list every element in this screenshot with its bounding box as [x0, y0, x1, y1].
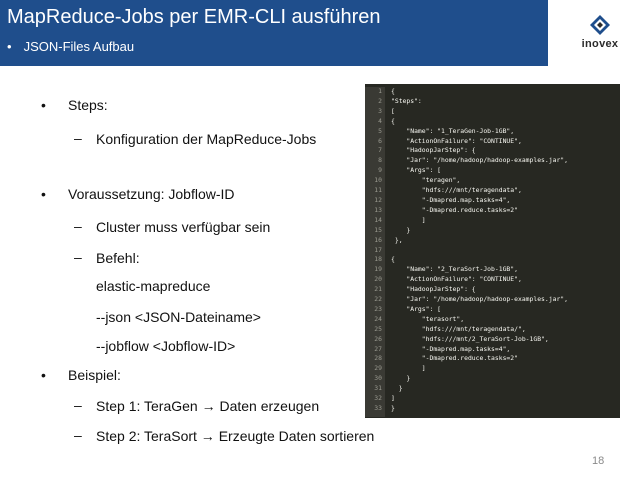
line-number: 5 — [378, 126, 382, 135]
sub-bullet-text: Cluster muss verfügbar sein — [96, 219, 271, 235]
dash-symbol: – — [74, 218, 82, 234]
line-number: 18 — [374, 255, 382, 264]
code-line: ] — [391, 215, 426, 224]
slide-subtitle: • JSON-Files Aufbau — [7, 39, 134, 54]
slide-header: MapReduce-Jobs per EMR-CLI ausführen • JS… — [0, 0, 548, 66]
line-number: 25 — [374, 324, 382, 333]
code-line: } — [391, 404, 395, 412]
line-number: 24 — [374, 314, 382, 323]
line-number: 8 — [378, 156, 382, 165]
dash-symbol: – — [74, 249, 82, 265]
code-line: "-Dmapred.map.tasks=4", — [391, 344, 511, 353]
code-line: "Jar": "/home/hadoop/hadoop-examples.jar… — [391, 156, 568, 165]
code-line: "ActionOnFailure": "CONTINUE", — [391, 136, 522, 145]
bullet-symbol: • — [41, 97, 46, 113]
line-number: 29 — [374, 364, 382, 373]
subtitle-text: JSON-Files Aufbau — [23, 39, 135, 54]
line-number: 17 — [374, 245, 382, 254]
code-line: "Name": "1_TeraGen-Job-1GB", — [391, 126, 515, 135]
code-line: "-Dmapred.reduce.tasks=2" — [391, 205, 518, 214]
dash-symbol: – — [74, 130, 82, 146]
code-line: "Jar": "/home/hadoop/hadoop-examples.jar… — [391, 295, 568, 304]
bullet-text: Voraussetzung: Jobflow-ID — [68, 186, 235, 202]
command-line-2: --json <JSON-Dateiname> — [96, 309, 261, 325]
bullet-text: Steps: — [68, 97, 108, 113]
line-number: 2 — [378, 96, 382, 105]
line-number: 21 — [374, 285, 382, 294]
code-line — [391, 246, 568, 256]
line-number: 6 — [378, 136, 382, 145]
line-number: 7 — [378, 146, 382, 155]
code-line: "-Dmapred.reduce.tasks=2" — [391, 354, 518, 363]
line-number: 20 — [374, 275, 382, 284]
code-line: "HadoopJarStep": { — [391, 146, 476, 155]
line-number: 32 — [374, 394, 382, 403]
code-line: } — [391, 374, 411, 383]
line-number: 1 — [378, 87, 382, 95]
sub-bullet-text: Konfiguration der MapReduce-Jobs — [96, 131, 317, 147]
code-line: { — [391, 87, 395, 95]
line-number: 19 — [374, 265, 382, 274]
line-number: 9 — [378, 166, 382, 175]
line-number: 3 — [378, 106, 382, 115]
inovex-logo: inovex — [570, 14, 630, 50]
logo-text: inovex — [581, 38, 619, 50]
code-line: "hdfs:///mnt/teragendata/", — [391, 324, 526, 333]
code-line: "Steps": — [391, 96, 422, 105]
bullet-symbol: • — [41, 186, 46, 202]
line-number: 11 — [374, 186, 382, 195]
line-number: 26 — [374, 334, 382, 343]
line-number: 13 — [374, 205, 382, 214]
line-number: 16 — [374, 235, 382, 244]
code-line: "hdfs:///mnt/teragendata", — [391, 186, 522, 195]
inovex-diamond-icon — [590, 15, 610, 35]
code-line: "teragen", — [391, 176, 461, 185]
line-number: 12 — [374, 195, 382, 204]
command-line-3: --jobflow <Jobflow-ID> — [96, 338, 236, 354]
code-line: "-Dmapred.map.tasks=4", — [391, 195, 511, 204]
code-line: ] — [391, 364, 426, 373]
code-line: }, — [391, 235, 403, 244]
code-lines: {"Steps":[{ "Name": "1_TeraGen-Job-1GB",… — [391, 87, 568, 414]
line-number: 22 — [374, 295, 382, 304]
line-number: 28 — [374, 354, 382, 363]
dash-symbol: – — [74, 397, 82, 413]
code-line: "ActionOnFailure": "CONTINUE", — [391, 275, 522, 284]
bullet-text: Beispiel: — [68, 367, 121, 383]
page-number: 18 — [592, 455, 605, 467]
sub-bullet-text: Step 2: TeraSort → Erzeugte Daten sortie… — [96, 428, 375, 444]
bullet-symbol: • — [41, 367, 46, 383]
line-number: 30 — [374, 374, 382, 383]
line-number: 14 — [374, 215, 382, 224]
code-line: [ — [391, 106, 395, 115]
dash-symbol: – — [74, 427, 82, 443]
line-number: 23 — [374, 304, 382, 313]
slide-title: MapReduce-Jobs per EMR-CLI ausführen — [7, 6, 381, 28]
code-line: ] — [391, 394, 395, 403]
line-number: 4 — [378, 116, 382, 125]
code-line: "HadoopJarStep": { — [391, 285, 476, 294]
code-line: } — [391, 384, 403, 393]
line-number: 10 — [374, 176, 382, 185]
line-number: 31 — [374, 384, 382, 393]
code-line: { — [391, 255, 395, 264]
code-line: { — [391, 116, 395, 125]
code-line: "Args": [ — [391, 166, 442, 175]
line-number: 27 — [374, 344, 382, 353]
code-line: "Name": "2_TeraSort-Job-1GB", — [391, 265, 518, 274]
code-line: "terasort", — [391, 314, 465, 323]
line-number: 33 — [374, 404, 382, 412]
line-number: 15 — [374, 225, 382, 234]
code-line: } — [391, 225, 411, 234]
sub-bullet-text: Step 1: TeraGen → Daten erzeugen — [96, 398, 320, 414]
command-line-1: elastic-mapreduce — [96, 278, 211, 294]
sub-bullet-text: Befehl: — [96, 250, 140, 266]
subtitle-bullet: • — [7, 39, 12, 54]
code-line: "Args": [ — [391, 304, 442, 313]
code-line: "hdfs:///mnt/2_TeraSort-Job-1GB", — [391, 334, 549, 343]
